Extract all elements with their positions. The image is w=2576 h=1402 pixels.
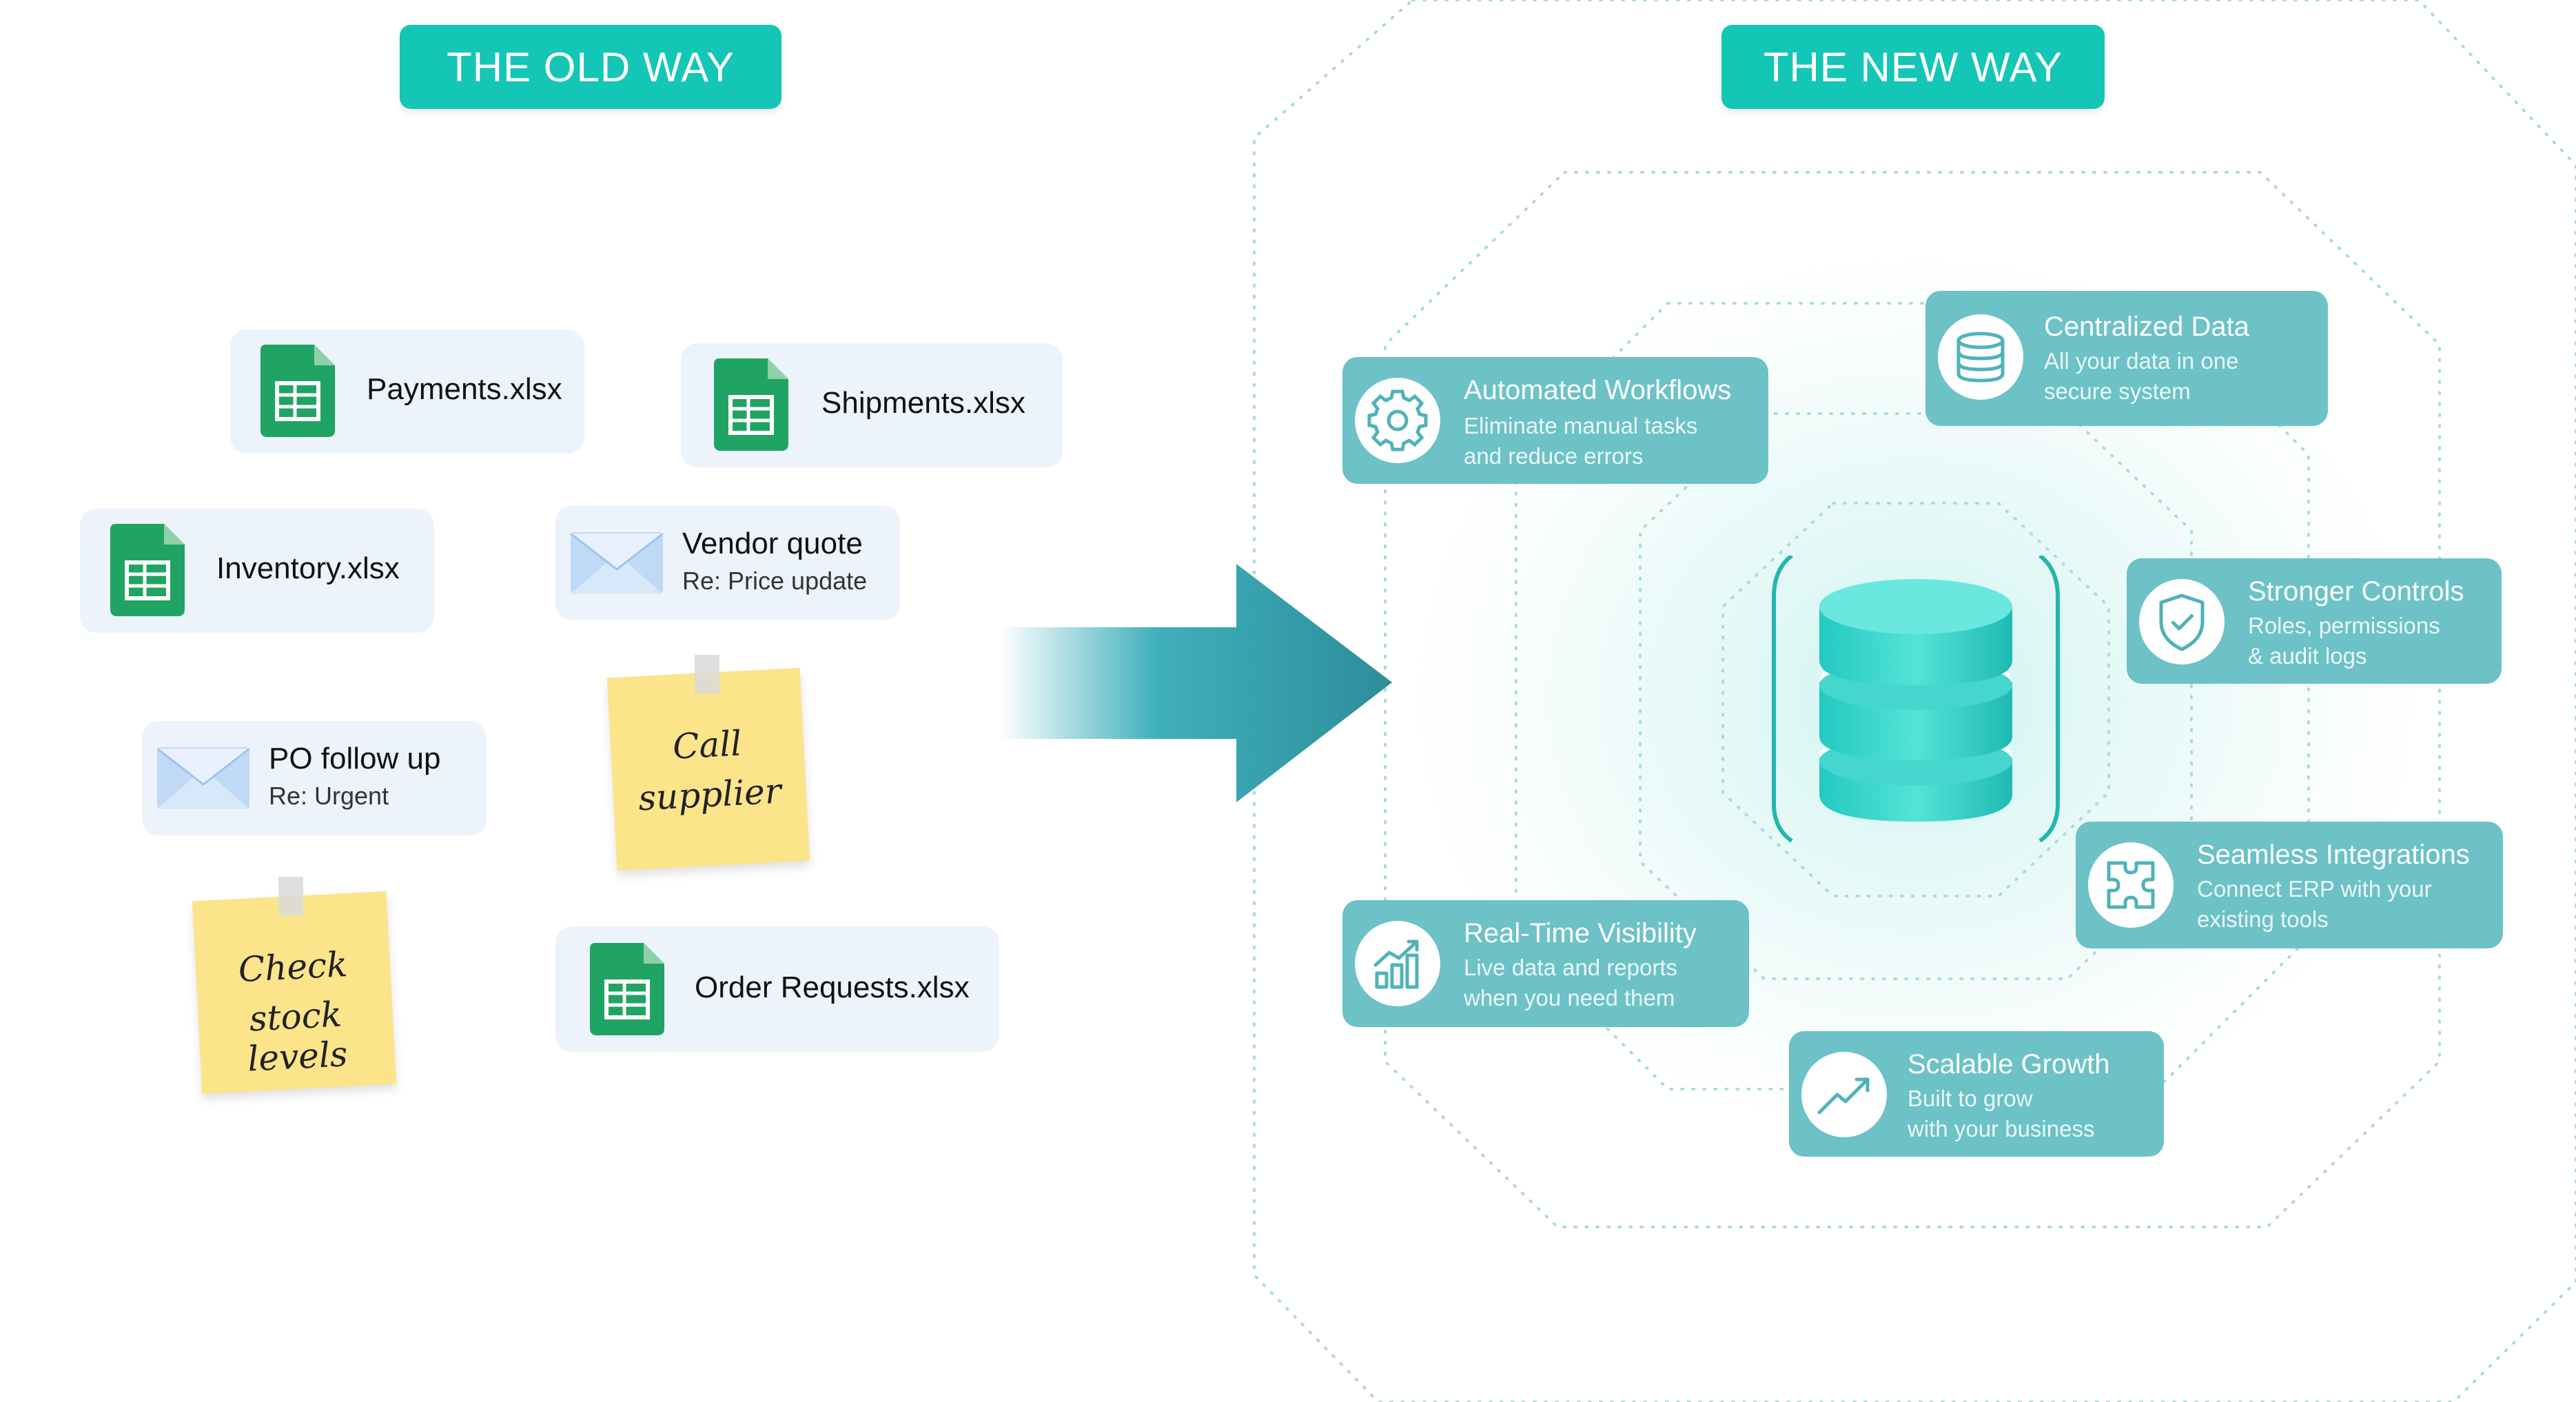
envelope-icon [157,747,249,809]
feature-description: when you need them [1464,985,1675,1010]
feature-description: Built to grow [1908,1086,2033,1111]
feature-card-stronger-controls[interactable]: Stronger Controls Roles, permissions & a… [2127,558,2502,684]
feature-title: Scalable Growth [1908,1049,2110,1079]
file-name: Shipments.xlsx [821,386,1025,420]
sticky-note-line: supplier [637,771,782,819]
feature-card-automated-workflows[interactable]: Automated Workflows Eliminate manual tas… [1342,357,1768,484]
file-name: Order Requests.xlsx [695,971,970,1004]
feature-title: Stronger Controls [2248,576,2464,607]
sticky-tape [695,655,719,693]
spreadsheet-icon [714,358,788,451]
envelope-icon [571,532,663,594]
feature-card-real-time-visibility[interactable]: Real-Time Visibility Live data and repor… [1342,900,1749,1027]
email-subject: Re: Price update [682,567,868,595]
sticky-tape [278,877,303,915]
bar-chart-icon [1373,939,1419,989]
file-name: Payments.xlsx [367,372,562,406]
feature-description: with your business [1908,1116,2095,1141]
file-card-payments[interactable]: Payments.xlsx [230,329,584,454]
shield-check-icon [2159,593,2205,651]
trend-up-icon [1817,1077,1870,1115]
feature-description: & audit logs [2248,643,2367,669]
email-title: PO follow up [269,742,441,775]
email-title: Vendor quote [682,527,863,560]
spreadsheet-icon [260,345,335,437]
old-way-title: THE OLD WAY [400,25,781,109]
spreadsheet-icon [110,524,185,616]
feature-description: and reduce errors [1464,443,1644,469]
new-way-title: THE NEW WAY [1721,25,2105,109]
puzzle-icon [2107,861,2155,909]
email-card-vendor-quote[interactable]: Vendor quote Re: Price update [555,506,900,620]
gear-icon [1367,389,1428,451]
file-name: Inventory.xlsx [216,551,400,585]
transition-arrow-icon [999,564,1392,802]
feature-description: existing tools [2197,906,2329,932]
feature-title: Real-Time Visibility [1464,918,1697,948]
email-card-po-follow-up[interactable]: PO follow up Re: Urgent [142,721,487,835]
feature-description: secure system [2044,378,2191,404]
feature-description: Eliminate manual tasks [1464,413,1698,438]
sticky-note-line: Call [671,723,743,767]
central-database-icon [1772,556,2060,843]
feature-card-centralized-data[interactable]: Centralized Data All your data in one se… [1925,291,2328,426]
file-card-shipments[interactable]: Shipments.xlsx [681,343,1063,467]
feature-title: Seamless Integrations [2197,840,2470,870]
file-card-order-requests[interactable]: Order Requests.xlsx [555,926,999,1052]
email-subject: Re: Urgent [269,782,389,810]
feature-card-seamless-integrations[interactable]: Seamless Integrations Connect ERP with y… [2076,822,2503,948]
sticky-note-call-supplier: Call supplier [606,667,810,871]
feature-description: Connect ERP with your [2197,876,2432,902]
feature-description: All your data in one [2044,348,2239,374]
spreadsheet-icon [590,943,664,1035]
feature-title: Automated Workflows [1464,375,1732,405]
sticky-note-line: Check [237,944,349,990]
feature-title: Centralized Data [2044,312,2249,342]
database-icon [1956,332,2005,383]
file-card-inventory[interactable]: Inventory.xlsx [80,509,434,633]
feature-description: Roles, permissions [2248,613,2440,638]
feature-description: Live data and reports [1464,955,1678,980]
sticky-note-line: stock levels [246,994,349,1079]
sticky-note-check-stock: Check stock levels [192,891,397,1095]
feature-card-scalable-growth[interactable]: Scalable Growth Built to grow with your … [1789,1031,2164,1157]
